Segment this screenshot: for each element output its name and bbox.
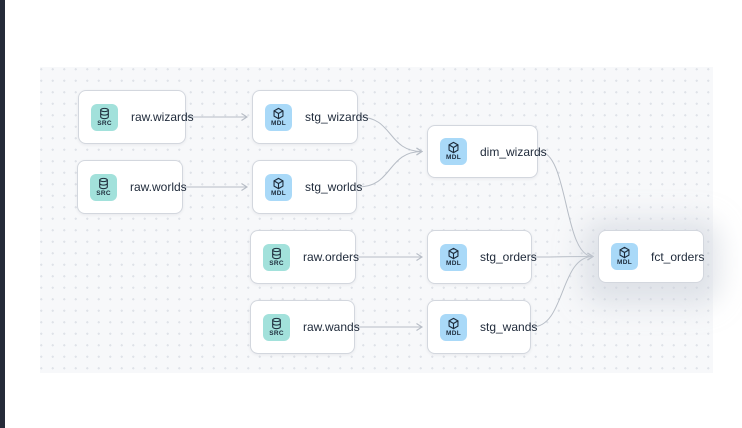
node-type-badge: MDL: [440, 243, 467, 271]
database-icon: [270, 247, 283, 260]
node-type-badge: MDL: [265, 103, 292, 131]
node-type-badge: SRC: [263, 243, 290, 271]
node-label: stg_orders: [480, 250, 537, 264]
node-raw_wands[interactable]: SRC raw.wands: [250, 300, 360, 354]
database-icon: [97, 177, 110, 190]
node-fct_orders[interactable]: MDL fct_orders: [598, 230, 704, 283]
node-raw_worlds[interactable]: SRC raw.worlds: [77, 160, 187, 214]
node-type-badge: SRC: [263, 313, 290, 341]
node-dim_wizards[interactable]: MDL dim_wizards: [427, 125, 547, 178]
node-label: raw.wands: [303, 320, 360, 334]
node-label: fct_orders: [651, 249, 705, 264]
cube-icon: [447, 141, 460, 154]
node-label: raw.orders: [303, 250, 360, 264]
node-stg_wizards[interactable]: MDL stg_wizards: [252, 90, 368, 144]
node-type-badge: MDL: [611, 243, 638, 270]
node-raw_orders[interactable]: SRC raw.orders: [250, 230, 360, 284]
node-stg_orders[interactable]: MDL stg_orders: [427, 230, 537, 284]
node-type-badge: MDL: [440, 138, 467, 165]
node-type-badge: MDL: [440, 313, 467, 341]
node-stg_wands[interactable]: MDL stg_wands: [427, 300, 537, 354]
node-type-badge: SRC: [91, 103, 118, 131]
node-stg_worlds[interactable]: MDL stg_worlds: [252, 160, 362, 214]
node-label: dim_wizards: [480, 144, 547, 159]
node-label: stg_worlds: [305, 180, 363, 194]
database-icon: [270, 317, 283, 330]
node-label: stg_wands: [480, 320, 538, 334]
node-raw_wizards[interactable]: SRC raw.wizards: [78, 90, 194, 144]
node-label: raw.worlds: [130, 180, 187, 194]
cube-icon: [272, 107, 285, 120]
window-left-edge: [0, 0, 5, 428]
node-type-badge: MDL: [265, 173, 292, 201]
node-type-badge: SRC: [90, 173, 117, 201]
node-label: stg_wizards: [305, 110, 369, 124]
cube-icon: [618, 246, 631, 259]
cube-icon: [272, 177, 285, 190]
cube-icon: [447, 247, 460, 260]
cube-icon: [447, 317, 460, 330]
database-icon: [98, 107, 111, 120]
node-label: raw.wizards: [131, 110, 194, 124]
